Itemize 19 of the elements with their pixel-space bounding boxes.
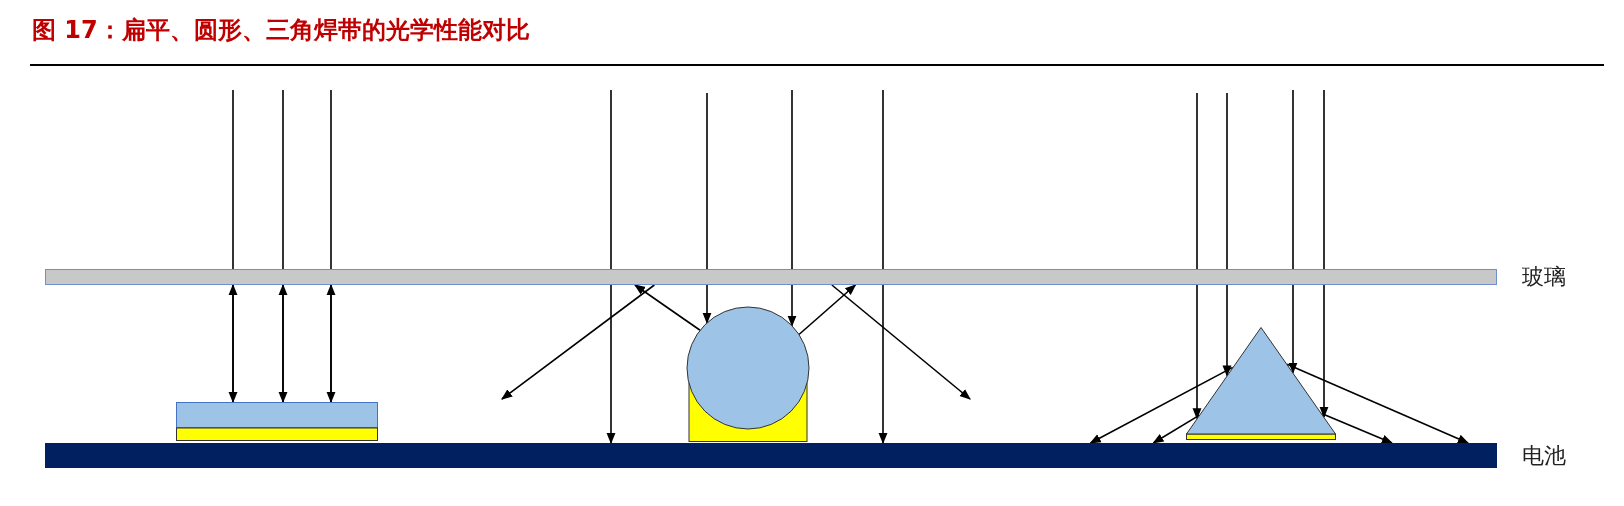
light-ray — [278, 283, 288, 403]
light-ray — [702, 92, 712, 324]
light-ray — [1089, 366, 1234, 444]
light-ray — [326, 283, 336, 403]
light-ray — [798, 284, 857, 336]
light-ray — [1288, 89, 1298, 374]
light-ray — [878, 89, 888, 445]
light-ray — [1222, 92, 1232, 377]
light-ray — [634, 284, 701, 332]
light-ray — [606, 89, 616, 445]
light-ray — [501, 284, 656, 400]
band-label: 玻璃 — [1522, 263, 1566, 291]
figure-title: 图 17：扁平、圆形、三角焊带的光学性能对比 — [32, 15, 530, 46]
light-ray — [1319, 89, 1329, 418]
light-ray — [1286, 363, 1470, 444]
light-ray — [787, 89, 797, 327]
band-label: 电池 — [1522, 441, 1566, 470]
light-ray — [831, 284, 971, 400]
light-ray — [228, 283, 238, 403]
